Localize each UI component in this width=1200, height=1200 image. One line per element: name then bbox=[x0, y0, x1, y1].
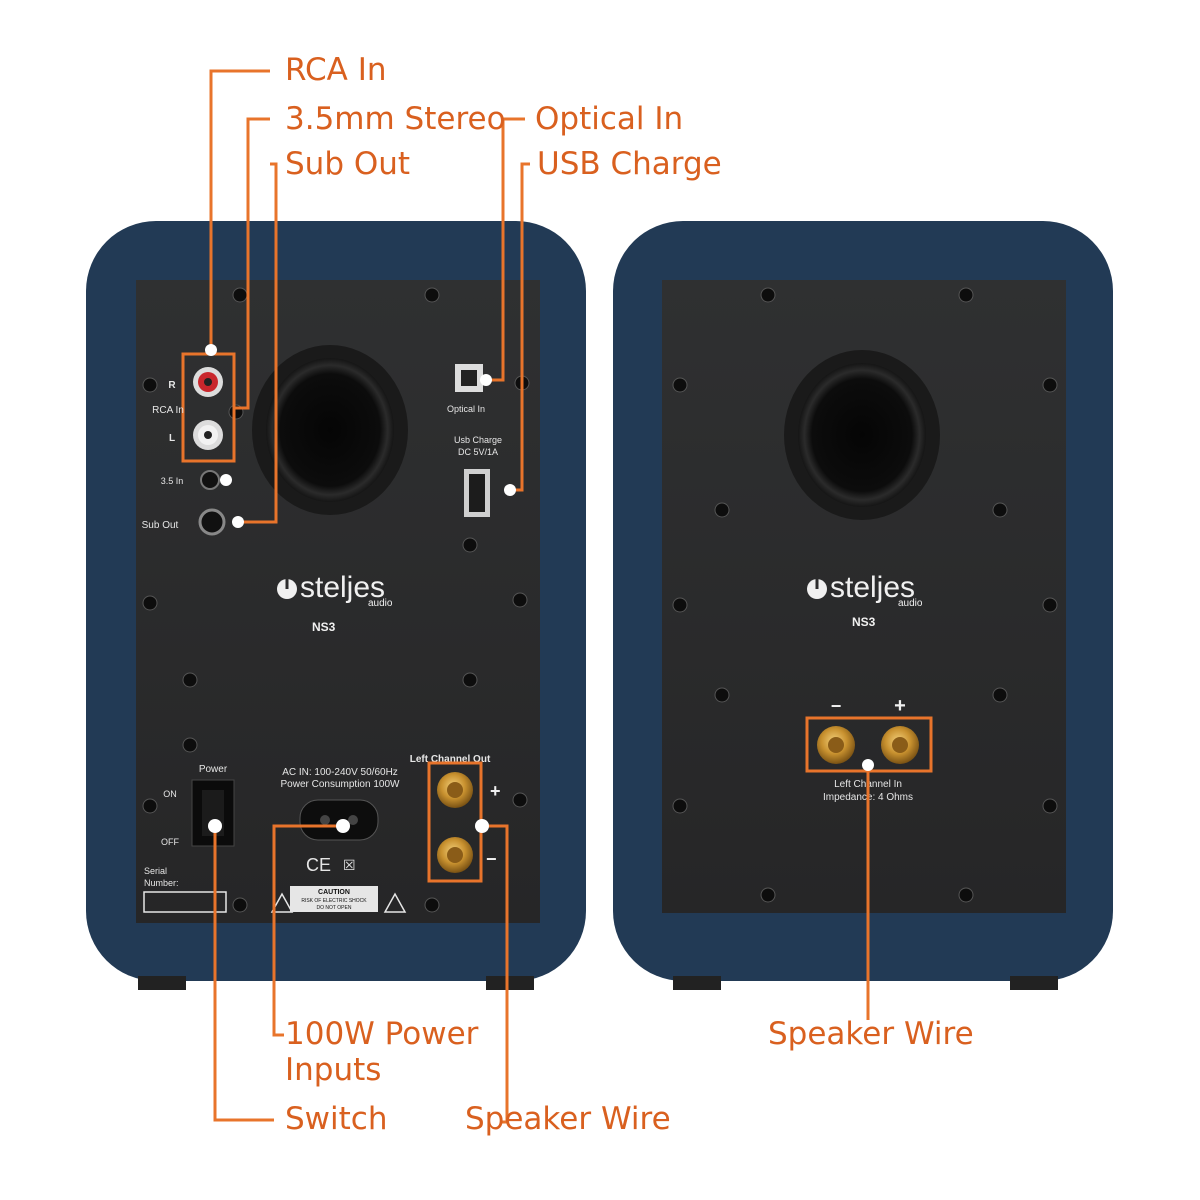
leader-speaker-left bbox=[482, 824, 509, 1124]
jack-35mm bbox=[200, 470, 220, 490]
leader-35mm bbox=[234, 117, 270, 410]
right-foot-1 bbox=[673, 976, 721, 990]
callout-optical-in: Optical In bbox=[535, 101, 684, 137]
right-foot-2 bbox=[1010, 976, 1058, 990]
serial-label-2: Number: bbox=[144, 878, 179, 888]
left-bass-port bbox=[266, 358, 394, 502]
caution-title: CAUTION bbox=[318, 889, 350, 896]
serial-label-1: Serial bbox=[144, 866, 167, 876]
out-minus-label: − bbox=[486, 849, 497, 869]
usb-panel-label-2: DC 5V/1A bbox=[458, 447, 498, 457]
leader-optical bbox=[483, 117, 525, 382]
caution-line-1: RISK OF ELECTRIC SHOCK bbox=[301, 898, 367, 904]
rca-in-panel-label: RCA In bbox=[152, 405, 184, 416]
leader-power bbox=[272, 824, 342, 1037]
ac-line-2: Power Consumption 100W bbox=[281, 779, 401, 790]
leader-switch bbox=[213, 826, 274, 1122]
sub-out-jack bbox=[198, 508, 226, 536]
callout-speaker-wire-right: Speaker Wire bbox=[768, 1016, 974, 1052]
right-bass-port bbox=[798, 363, 926, 507]
leader-sub-out bbox=[240, 162, 278, 524]
usb-panel-label-1: Usb Charge bbox=[454, 435, 502, 445]
out-plus-label: + bbox=[490, 781, 501, 801]
callout-switch: Switch bbox=[285, 1101, 388, 1137]
callout-usb-charge: USB Charge bbox=[537, 146, 722, 182]
left-speaker: R RCA In L 3.5 In Sub Out Optical In Usb… bbox=[86, 221, 586, 990]
callout-sub-out: Sub Out bbox=[285, 146, 411, 182]
left-foot-2 bbox=[486, 976, 534, 990]
left-screws bbox=[142, 287, 530, 913]
callout-power-inputs: 100W Power Inputs bbox=[285, 1016, 479, 1088]
right-brand: steljes bbox=[830, 571, 915, 604]
left-model: NS3 bbox=[312, 620, 336, 634]
right-speaker: steljes audio NS3 − + Left Channel In Im… bbox=[613, 221, 1113, 990]
weee-mark: ☒ bbox=[343, 857, 356, 873]
ce-mark: CE bbox=[306, 855, 331, 875]
left-channel-out-label: Left Channel Out bbox=[410, 754, 491, 765]
callout-rca-in: RCA In bbox=[285, 52, 387, 88]
leader-lines bbox=[209, 69, 870, 1124]
caution-label bbox=[290, 886, 378, 912]
power-panel-label: Power bbox=[199, 764, 228, 775]
warning-triangle-icon-2 bbox=[383, 892, 407, 913]
optical-panel-label: Optical In bbox=[447, 404, 485, 414]
caution-line-2: DO NOT OPEN bbox=[317, 905, 352, 911]
left-brand: steljes bbox=[300, 571, 385, 604]
on-label: ON bbox=[163, 789, 177, 799]
callout-35mm-stereo: 3.5mm Stereo bbox=[285, 101, 506, 137]
callout-speaker-wire-left: Speaker Wire bbox=[465, 1101, 671, 1137]
left-foot-1 bbox=[138, 976, 186, 990]
off-label: OFF bbox=[161, 837, 179, 847]
ac-inlet bbox=[299, 799, 379, 841]
right-screws bbox=[672, 287, 1058, 903]
rca-r-label: R bbox=[168, 380, 176, 391]
rca-l-label: L bbox=[169, 433, 175, 444]
serial-box bbox=[143, 891, 227, 913]
in-plus-label: + bbox=[894, 695, 906, 717]
leader-dots bbox=[205, 344, 874, 833]
warning-triangle-icon-1 bbox=[270, 892, 294, 913]
right-brand-sub: audio bbox=[898, 598, 923, 609]
sub-out-panel-label: Sub Out bbox=[142, 520, 179, 531]
in-minus-label: − bbox=[831, 696, 842, 716]
leader-rca-in bbox=[209, 69, 270, 354]
left-brand-sub: audio bbox=[368, 598, 393, 609]
jack-35-label: 3.5 In bbox=[161, 476, 184, 486]
ac-line-1: AC IN: 100-240V 50/60Hz bbox=[282, 767, 398, 778]
right-model: NS3 bbox=[852, 615, 876, 629]
